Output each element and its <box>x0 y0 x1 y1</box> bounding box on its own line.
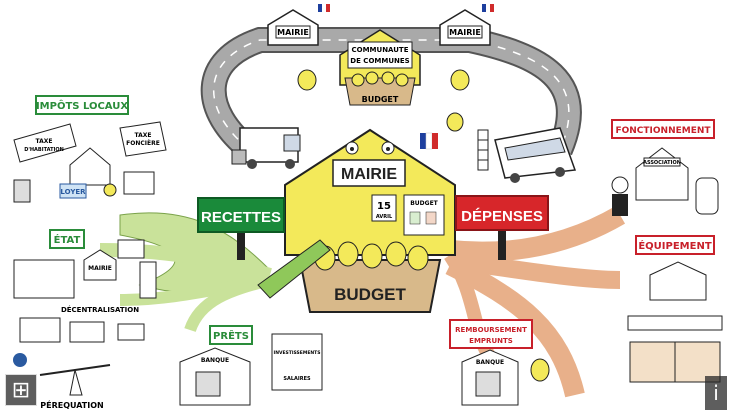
mairie-left-label: MAIRIE <box>277 28 309 37</box>
impots-title: IMPÔTS LOCAUX <box>36 99 128 112</box>
recettes-sign: RECETTES <box>197 197 285 260</box>
impots-locaux-section: IMPÔTS LOCAUX TAXE D'HABITATION TAXE FON… <box>13 95 167 203</box>
money-bags-in-box <box>314 241 429 271</box>
taxe-habitation-1: TAXE <box>36 138 53 145</box>
communaute-de-communes: COMMUNAUTE DE COMMUNES BUDGET <box>339 29 421 106</box>
taxe-fonciere-1: TAXE <box>135 132 152 139</box>
perequation-label: PÉREQUATION <box>40 399 104 410</box>
remboursement-banque-label: BANQUE <box>476 359 504 366</box>
fonctionnement-title: FONCTIONNEMENT <box>615 126 711 136</box>
investissements-label: INVESTISSEMENTS <box>274 350 321 356</box>
budget-doc-label: BUDGET <box>410 200 438 207</box>
remboursement-title-1: REMBOURSEMENT <box>455 326 527 334</box>
communaute-budget-label: BUDGET <box>362 95 399 104</box>
money-bag-icons-top <box>297 69 470 132</box>
mairie-title: MAIRIE <box>341 166 397 183</box>
expand-icon[interactable]: ⊞ <box>5 374 37 406</box>
loyer-label: LOYER <box>60 188 86 196</box>
depenses-label: DÉPENSES <box>461 208 543 225</box>
taxe-habitation-2: D'HABITATION <box>24 147 64 153</box>
mairie-right-building: MAIRIE <box>439 4 494 46</box>
remboursement-title-2: EMPRUNTS <box>469 337 513 345</box>
prets-banque-label: BANQUE <box>201 357 229 364</box>
orange-stream <box>444 206 626 398</box>
mairie-right-label: MAIRIE <box>449 28 481 37</box>
calendar-day: 15 <box>377 201 391 212</box>
ladder-icon <box>477 129 489 171</box>
communaute-label-2: DE COMMUNES <box>350 57 409 65</box>
communaute-label-1: COMMUNAUTE <box>351 46 408 54</box>
mairie-left-building: MAIRIE <box>267 4 330 46</box>
central-mairie: MAIRIE 15 AVRIL BUDGET BUDGET <box>257 128 456 313</box>
taxe-fonciere-2: FONCIÈRE <box>126 139 160 147</box>
info-icon[interactable]: i <box>705 376 727 410</box>
truck-icon <box>231 127 301 169</box>
association-label: ASSOCIATION <box>643 160 681 166</box>
prets-title: PRÊTS <box>213 329 249 342</box>
fonctionnement-section: FONCTIONNEMENT ASSOCIATION <box>611 119 719 216</box>
etat-section: ÉTAT MAIRIE DÉCENTRALISATION PÉREQUATION <box>13 229 157 410</box>
etat-mairie-label: MAIRIE <box>88 265 112 272</box>
decentralisation-label: DÉCENTRALISATION <box>61 305 139 314</box>
recettes-label: RECETTES <box>201 209 281 226</box>
depenses-sign: DÉPENSES <box>455 195 549 260</box>
equipement-title: ÉQUIPEMENT <box>638 239 711 252</box>
bus-icon <box>494 127 577 183</box>
calendar-month: AVRIL <box>376 214 393 220</box>
budget-title: BUDGET <box>334 285 406 304</box>
etat-title: ÉTAT <box>54 233 81 246</box>
prets-section: PRÊTS BANQUE INVESTISSEMENTS SALAIRES <box>179 325 323 406</box>
equipement-section: ÉQUIPEMENT <box>627 235 723 383</box>
salaires-label: SALAIRES <box>283 376 311 382</box>
remboursement-section: REMBOURSEMENT EMPRUNTS BANQUE <box>449 319 550 406</box>
